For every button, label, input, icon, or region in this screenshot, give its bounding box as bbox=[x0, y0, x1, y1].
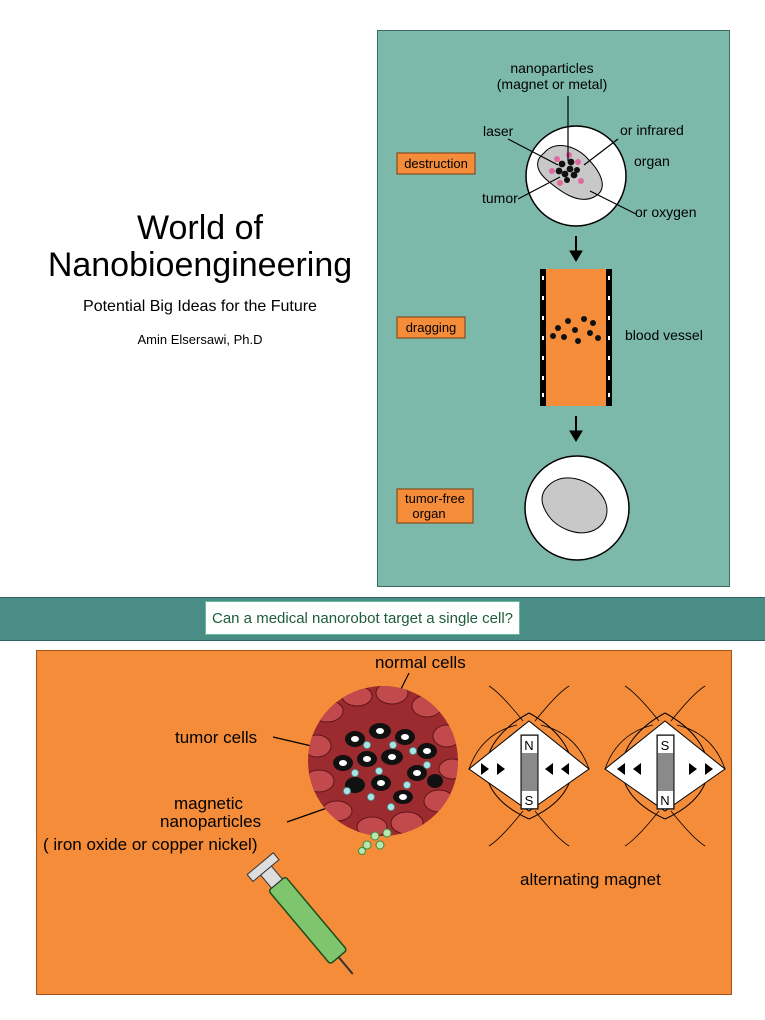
step-destruction: destruction bbox=[396, 152, 476, 175]
magnet-2-pole-top-box bbox=[658, 736, 673, 753]
process-diagram-svg: nanoparticles (magnet or metal) laser or… bbox=[396, 60, 703, 561]
magnet-2: S N bbox=[604, 685, 726, 847]
nanoparticle-cluster bbox=[555, 158, 580, 183]
magnet-1-pole-top-box bbox=[522, 736, 537, 753]
arrow-down-2 bbox=[569, 416, 583, 442]
syringe-plunger-head bbox=[246, 852, 280, 883]
pointer-lines bbox=[507, 96, 637, 215]
magnet-2-bar bbox=[656, 734, 675, 810]
clean-organ-shape bbox=[541, 477, 608, 534]
syringe bbox=[246, 852, 354, 975]
step-tumor-free-box bbox=[396, 488, 474, 524]
magnet-1-pole-bottom-box bbox=[522, 791, 537, 808]
syringe-barrel bbox=[268, 876, 347, 964]
tumor-shape bbox=[537, 145, 603, 200]
magnet-1: N S bbox=[468, 685, 590, 847]
nanoparticle-process-diagram: nanoparticles (magnet or metal) laser or… bbox=[377, 30, 730, 587]
syringe-needle bbox=[337, 956, 354, 975]
step-destruction-box bbox=[396, 152, 476, 175]
vessel-wall-dashes bbox=[542, 276, 610, 397]
label-magnetic-1: magnetic bbox=[174, 794, 243, 813]
label-magnetic-3: ( iron oxide or copper nickel) bbox=[43, 835, 257, 854]
magnet-1-field-lines bbox=[468, 685, 590, 847]
question-band: Can a medical nanorobot target a single … bbox=[0, 597, 765, 641]
step-tumor-free: tumor-free organ bbox=[396, 488, 474, 524]
magnet-1-pole-top: N bbox=[524, 738, 533, 753]
label-laser: laser bbox=[483, 123, 514, 139]
magnet-2-pole-bottom: N bbox=[660, 793, 669, 808]
title-block: World of Nanobioengineering Potential Bi… bbox=[20, 210, 380, 348]
magnetic-nanoparticle-diagram: normal cells tumor cells magnetic nanopa… bbox=[36, 650, 732, 995]
label-normal-cells: normal cells bbox=[375, 653, 466, 672]
step-tumor-free-label-1: tumor-free bbox=[405, 491, 465, 506]
label-magnetic-2: nanoparticles bbox=[160, 812, 261, 831]
author: Amin Elsersawi, Ph.D bbox=[137, 332, 263, 347]
cell-cluster bbox=[308, 686, 458, 836]
label-or-oxygen: or oxygen bbox=[635, 204, 696, 220]
magnet-2-arrows bbox=[617, 763, 713, 775]
magnet-2-pole-bottom-box bbox=[658, 791, 673, 808]
magnet-2-field-lines bbox=[604, 685, 726, 847]
subtitle: Potential Big Ideas for the Future bbox=[83, 298, 317, 315]
injected-particles bbox=[358, 828, 392, 855]
label-nanoparticles-type: (magnet or metal) bbox=[497, 76, 607, 92]
step-dragging-label: dragging bbox=[406, 320, 457, 335]
magnet-2-pole-top: S bbox=[661, 738, 670, 753]
blood-vessel bbox=[540, 269, 612, 406]
title: World of Nanobioengineering bbox=[20, 210, 380, 284]
step-destruction-label: destruction bbox=[404, 156, 468, 171]
arrow-down-1 bbox=[569, 236, 583, 262]
magnetic-nanoparticles bbox=[343, 741, 431, 811]
tumor-cell-nuclei bbox=[339, 728, 431, 800]
label-tumor-cells: tumor cells bbox=[175, 728, 257, 747]
label-or-infrared: or infrared bbox=[620, 122, 684, 138]
magnet-1-pole-bottom: S bbox=[525, 793, 534, 808]
label-organ: organ bbox=[634, 153, 670, 169]
step-dragging: dragging bbox=[396, 316, 466, 339]
step-dragging-box bbox=[396, 316, 466, 339]
title-line-2: Nanobioengineering bbox=[47, 246, 353, 284]
label-tumor: tumor bbox=[482, 190, 518, 206]
organ-with-tumor bbox=[507, 96, 637, 227]
vessel-nanoparticles bbox=[550, 316, 601, 344]
magnet-1-bar bbox=[520, 734, 539, 810]
title-line-1: World of bbox=[137, 209, 263, 247]
magnetic-diagram-svg: normal cells tumor cells magnetic nanopa… bbox=[43, 653, 726, 975]
step-tumor-free-label-2: organ bbox=[412, 506, 445, 521]
magnet-1-arrows bbox=[481, 763, 569, 775]
tumor-free-organ bbox=[524, 455, 630, 561]
label-alternating-magnet: alternating magnet bbox=[520, 870, 661, 889]
label-nanoparticles: nanoparticles bbox=[510, 60, 593, 76]
label-blood-vessel: blood vessel bbox=[625, 327, 703, 343]
question-text: Can a medical nanorobot target a single … bbox=[205, 601, 521, 635]
